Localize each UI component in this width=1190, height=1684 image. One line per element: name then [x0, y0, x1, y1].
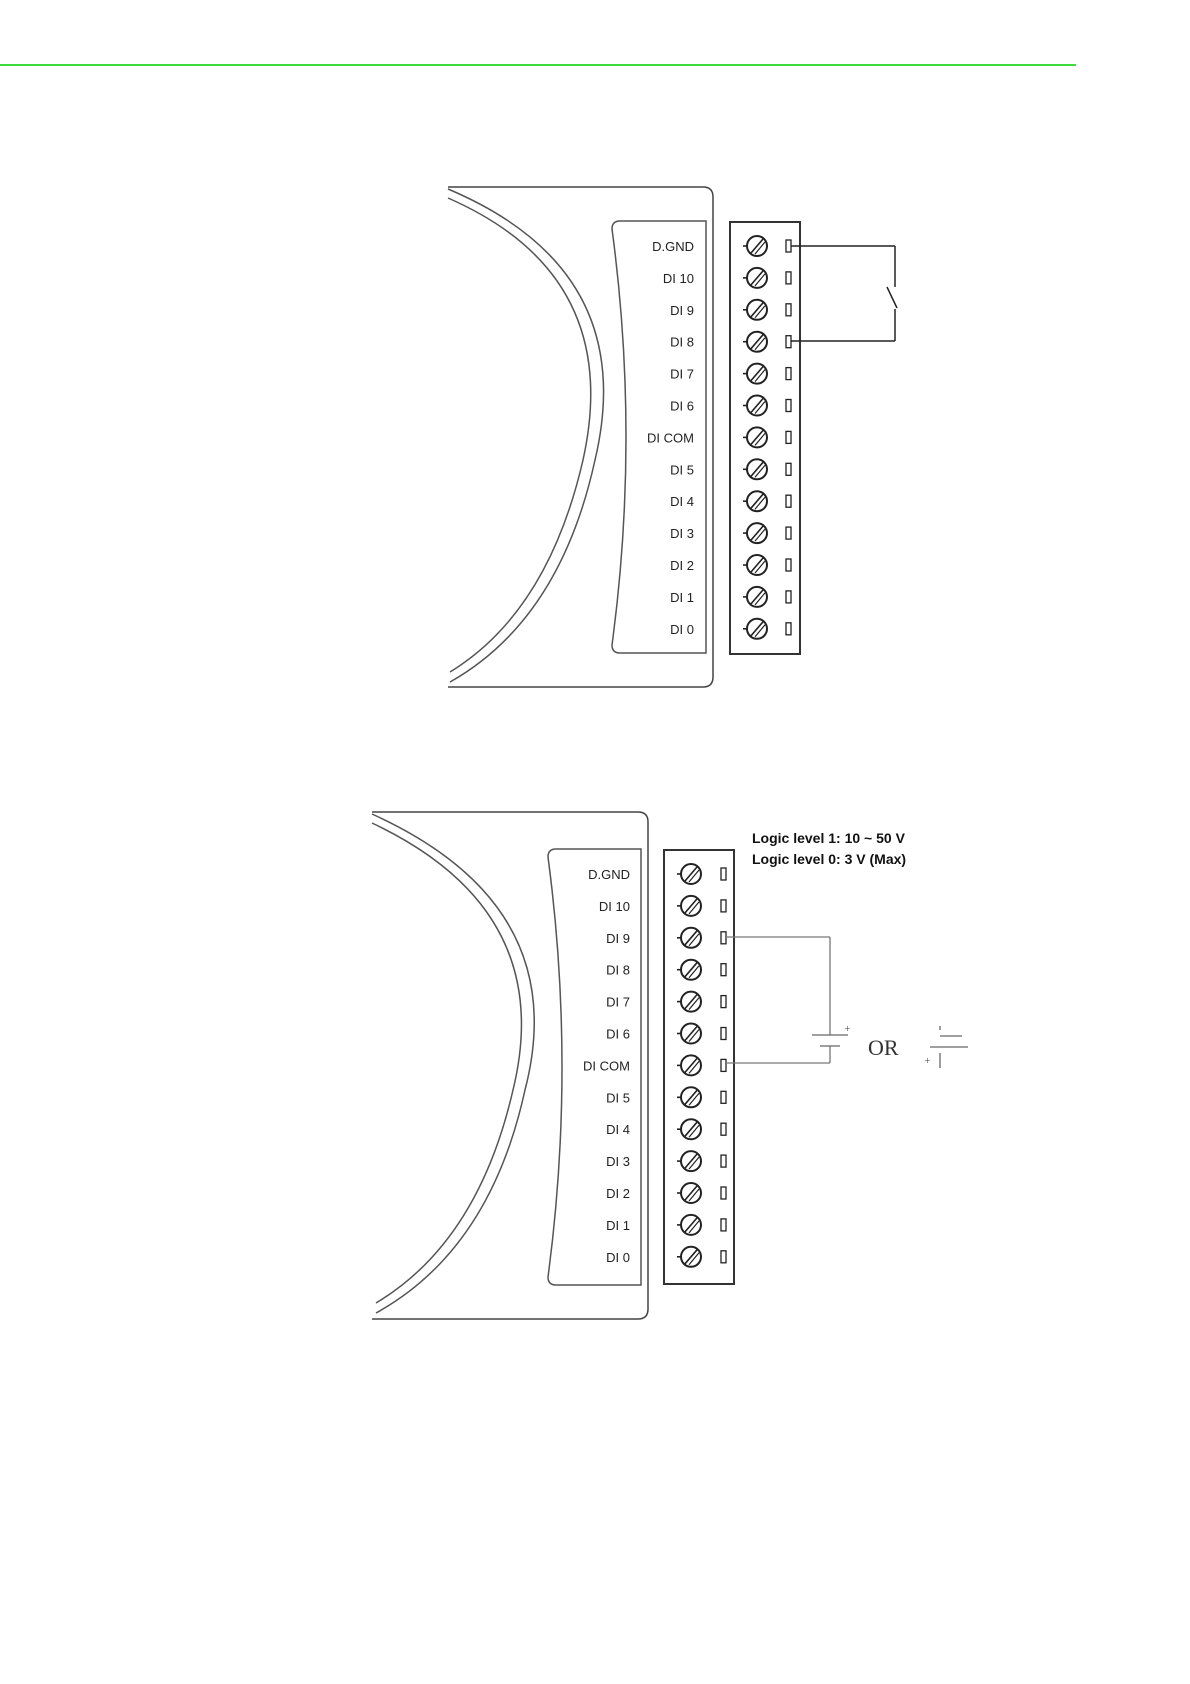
pin-label: DI 6 — [670, 399, 694, 414]
wire-slot — [721, 868, 726, 880]
dry-contact-switch — [791, 246, 897, 341]
pin-label: D.GND — [652, 239, 694, 254]
pin-label: DI 7 — [670, 367, 694, 382]
svg-text:+: + — [844, 1024, 851, 1033]
pin-label: DI 0 — [606, 1250, 630, 1265]
logic-level-0-text: Logic level 0: 3 V (Max) — [752, 851, 906, 867]
pin-label: DI 1 — [606, 1218, 630, 1233]
wire-slot — [721, 1123, 726, 1135]
wet-contact-wiring — [726, 937, 830, 1063]
pin-label: D.GND — [588, 867, 630, 882]
wire-slot — [786, 623, 791, 635]
wire-slot — [721, 1187, 726, 1199]
wire-slot — [721, 1059, 726, 1071]
pin-label: DI 1 — [670, 590, 694, 605]
or-label: OR — [868, 1035, 899, 1060]
wire-slot — [721, 964, 726, 976]
module-arc-inner — [448, 198, 591, 672]
wire-slot — [721, 1155, 726, 1167]
pin-label: DI 9 — [606, 931, 630, 946]
wire-slot — [786, 591, 791, 603]
pin-label: DI 5 — [606, 1090, 630, 1105]
wire-slot — [786, 559, 791, 571]
pin-label: DI COM — [583, 1058, 630, 1073]
wire-slot — [721, 1091, 726, 1103]
wire-slot — [786, 368, 791, 380]
module-arc-outer — [372, 814, 534, 1313]
pin-label: DI 4 — [606, 1122, 630, 1137]
pin-label: DI 10 — [599, 899, 630, 914]
wire-slot — [786, 495, 791, 507]
module-arc-inner — [372, 823, 521, 1303]
wire-slot — [721, 1251, 726, 1263]
wire-slot — [786, 431, 791, 443]
pin-label: DI 8 — [606, 963, 630, 978]
wire-slot — [786, 463, 791, 475]
wet-contact-diagram: D.GND DI 10 DI 9 DI 8 DI 7 DI 6 DI COM DI 5 DI 4… — [372, 812, 968, 1319]
wire-slot — [721, 1219, 726, 1231]
module-arc-outer — [448, 189, 604, 682]
wire-slot — [721, 932, 726, 944]
wire-slot — [721, 900, 726, 912]
battery-reversed-icon: + — [924, 1026, 968, 1068]
logic-level-1-text: Logic level 1: 10 ~ 50 V — [752, 830, 906, 846]
pin-label: DI 10 — [663, 271, 694, 286]
pin-label: DI 9 — [670, 303, 694, 318]
pin-label: DI 8 — [670, 335, 694, 350]
pin-label: DI 7 — [606, 995, 630, 1010]
pin-label: DI 4 — [670, 494, 694, 509]
pin-label: DI 2 — [606, 1186, 630, 1201]
pin-label: DI 3 — [670, 526, 694, 541]
wire-slot — [786, 304, 791, 316]
wire-slot — [786, 400, 791, 412]
wire-slot — [721, 996, 726, 1008]
pin-label: DI 3 — [606, 1154, 630, 1169]
battery-icon: + — [812, 1024, 851, 1046]
svg-text:+: + — [924, 1056, 931, 1065]
wire-slot — [786, 272, 791, 284]
wire-slot — [786, 336, 791, 348]
wire-slot — [786, 240, 791, 252]
pin-label: DI COM — [647, 430, 694, 445]
wire-slot — [786, 527, 791, 539]
pin-label: DI 0 — [670, 622, 694, 637]
pin-label: DI 2 — [670, 558, 694, 573]
wire-slot — [721, 1028, 726, 1040]
dry-contact-diagram: D.GND DI 10 DI 9 DI 8 DI 7 DI 6 DI COM DI 5 DI 4… — [448, 187, 897, 687]
pin-label: DI 6 — [606, 1027, 630, 1042]
pin-label: DI 5 — [670, 462, 694, 477]
